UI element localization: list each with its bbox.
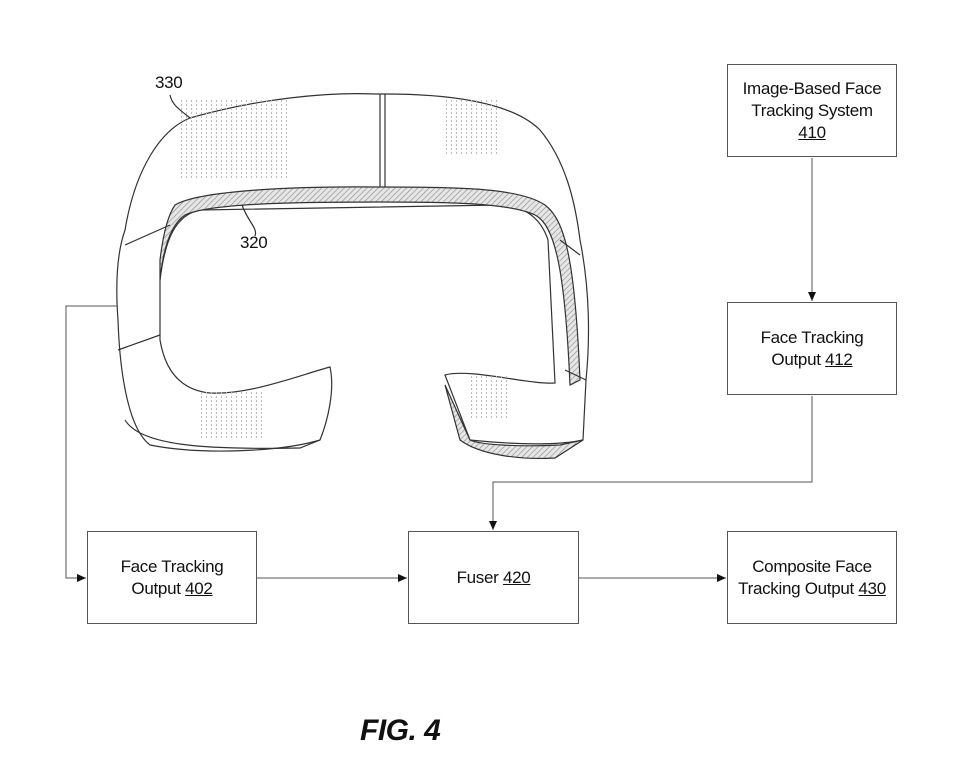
right-foot-pad — [444, 384, 584, 459]
connectors — [65, 158, 816, 582]
box-face-tracking-output-402: Face Tracking Output 402 — [87, 531, 257, 624]
headset-outline — [116, 93, 590, 452]
arrow-412-to-420 — [489, 396, 813, 530]
box-text: Fuser — [456, 567, 499, 587]
box-text: Face Tracking — [760, 327, 864, 347]
box-text: Tracking System — [751, 100, 873, 120]
headset-illustration — [116, 93, 590, 459]
box-text: Output — [131, 578, 181, 598]
box-text: Face Tracking — [120, 556, 224, 576]
leader-330 — [169, 94, 191, 119]
ref-label-320: 320 — [240, 233, 268, 252]
box-number: 410 — [798, 122, 826, 142]
box-face-tracking-output-412: Face Tracking Output 412 — [727, 302, 897, 395]
box-number: 430 — [858, 578, 886, 598]
box-text: Tracking Output — [738, 578, 854, 598]
box-fuser-420: Fuser 420 — [408, 531, 579, 624]
arrow-headset-to-402 — [65, 305, 118, 582]
ref-label-330: 330 — [155, 73, 183, 92]
face-interface-band — [159, 186, 581, 386]
box-text: Output — [771, 349, 821, 369]
box-image-based-face-tracking-system: Image-Based Face Tracking System 410 — [727, 64, 897, 157]
box-composite-face-tracking-output-430: Composite Face Tracking Output 430 — [727, 531, 897, 624]
box-number: 402 — [185, 578, 213, 598]
left-foot-rim — [124, 419, 321, 449]
figure-label: FIG. 4 — [360, 714, 441, 747]
box-text: Image-Based Face — [742, 78, 882, 98]
box-number: 412 — [825, 349, 853, 369]
leader-320 — [241, 204, 257, 237]
box-number: 420 — [502, 567, 531, 587]
box-text: Composite Face — [752, 556, 872, 576]
